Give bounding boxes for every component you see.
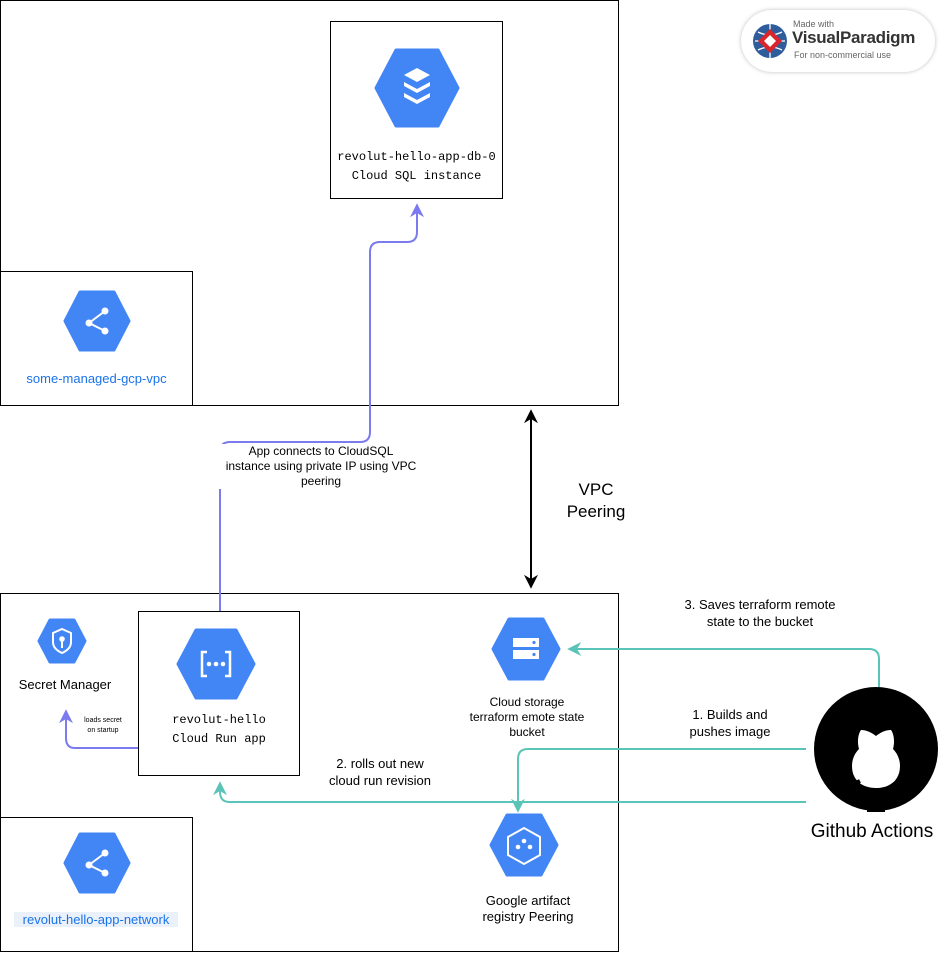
rolls-out-label-line1: 2. rolls out new [336,756,424,771]
sql-instance-name: revolut-hello-app-db-0 [337,150,496,164]
app-to-sql-connector [219,203,424,611]
cloud-storage-label: Cloud storage terraform emote state buck… [450,695,604,740]
loads-secret-label-line1: loads secret [84,717,122,724]
managed-vpc-label: some-managed-gcp-vpc [26,371,167,386]
cloud-storage-icon[interactable] [491,617,561,681]
saves-state-connector [567,642,880,690]
app-connects-label-line2: instance using private IP using VPC [225,459,417,473]
artifact-registry-label-line2: registry Peering [482,909,574,924]
app-connects-label-line3: peering [300,474,342,488]
cloud-run-name: revolut-hello [172,713,266,727]
badge-brand: VisualParadigm [792,28,916,47]
vpc-peering-label-line2: Peering [566,502,626,521]
cloud-storage-label-line1: Cloud storage [489,695,565,709]
github-octocat-icon[interactable] [812,686,940,812]
builds-image-label-line1: 1. Builds and [692,707,768,722]
cloud-storage-label-line2: terraform emote state [469,710,585,724]
vpc-peering-label: VPC Peering [555,479,637,523]
visual-paradigm-logo-icon [753,24,787,58]
saves-state-label-line1: 3. Saves terraform remote [684,597,836,612]
network-hexagon-icon [63,832,131,894]
app-project-box [0,593,619,952]
loads-secret-connector [59,709,138,749]
loads-secret-label-line2: on startup [87,727,119,734]
builds-image-label: 1. Builds and pushes image [667,706,793,740]
artifact-registry-label-line1: Google artifact [485,893,571,908]
sql-instance-box[interactable] [330,21,503,199]
rolls-out-connector [213,781,806,803]
database-hexagon-icon [374,48,460,128]
vpc-peering-label-line1: VPC [578,480,614,499]
saves-state-label-line2: state to the bucket [706,614,814,629]
github-actions-label: Github Actions [810,821,934,842]
secret-manager-icon[interactable] [37,618,87,664]
app-connects-label: App connects to CloudSQL instance using … [215,444,427,489]
cloud-run-type: Cloud Run app [172,732,266,746]
visual-paradigm-badge: Made with VisualParadigm For non-commerc… [741,10,935,72]
managed-vpc-box[interactable] [0,271,193,406]
saves-state-label: 3. Saves terraform remote state to the b… [655,596,865,630]
network-hexagon-icon [63,290,131,352]
artifact-registry-label: Google artifact registry Peering [455,893,601,925]
secret-manager-label: Secret Manager [18,677,112,692]
rolls-out-label-line2: cloud run revision [329,773,431,788]
badge-made-with: Made with [793,19,835,29]
rolls-out-label: 2. rolls out new cloud run revision [310,755,450,789]
badge-note: For non-commercial use [794,50,892,60]
cloud-run-box[interactable] [138,611,300,776]
cloud-run-icon [176,628,256,700]
cloud-storage-label-line3: bucket [509,725,545,739]
loads-secret-label: loads secret on startup [76,716,130,736]
artifact-registry-icon[interactable] [489,813,559,877]
builds-image-label-line2: pushes image [689,724,771,739]
sql-instance-type: Cloud SQL instance [351,169,482,183]
builds-image-connector [511,748,806,813]
managed-project-box [0,0,619,406]
app-network-box[interactable] [0,817,193,952]
app-network-label: revolut-hello-app-network [14,912,178,927]
app-connects-label-line1: App connects to CloudSQL [248,444,394,458]
